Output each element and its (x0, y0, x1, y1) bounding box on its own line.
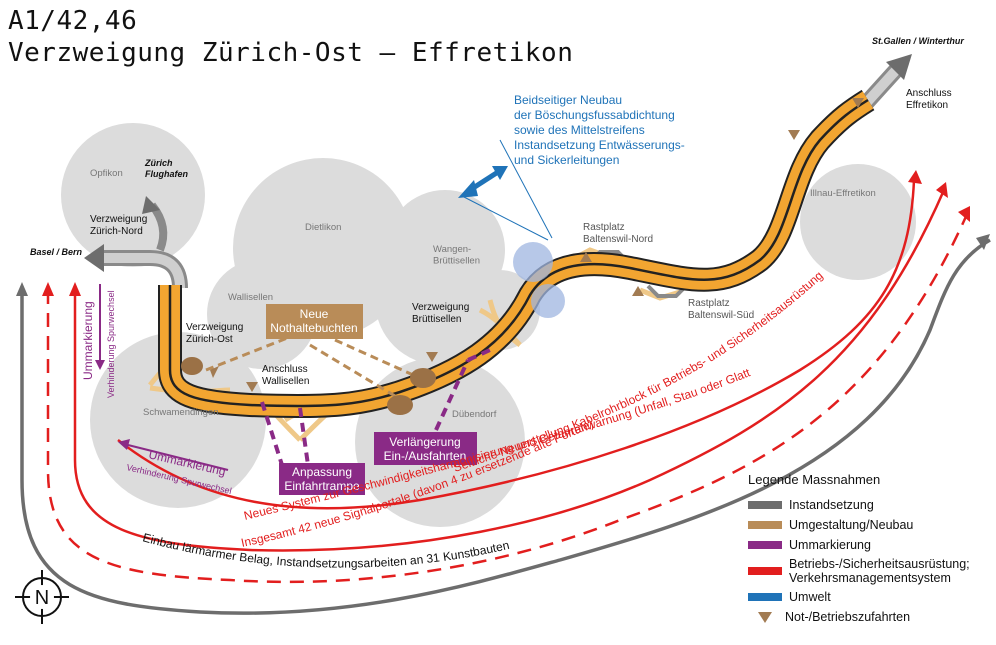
gefahren-arc (73, 189, 946, 552)
belag-arc (20, 238, 991, 615)
access-triangles (210, 98, 864, 392)
arc-arrowheads (16, 170, 990, 296)
signalportale-arc (46, 211, 970, 584)
bubble-2 (207, 259, 317, 369)
legend-swatch (748, 501, 782, 509)
legend-label: Umwelt (789, 590, 831, 604)
legend-label: Not-/Betriebszufahrten (785, 610, 911, 624)
anpassung-box (279, 463, 365, 495)
kabelrohr-arc (117, 179, 916, 510)
legend-swatch (748, 541, 782, 549)
access-triangle-icon (758, 611, 772, 623)
bubble-0 (61, 123, 205, 267)
legend-item: Umwelt (748, 587, 993, 607)
legend-swatch (748, 593, 782, 601)
arrow-flughafen (142, 196, 160, 214)
place-illnau: Illnau-Effretikon (810, 188, 876, 199)
direction-basel: Basel / Bern (30, 247, 83, 257)
arrow-stgallen (886, 54, 912, 80)
place-dietlikon: Dietlikon (305, 222, 341, 233)
legend-swatch (748, 521, 782, 529)
nothalte-box (266, 304, 363, 339)
page-title: A1/42,46 (8, 6, 138, 36)
legend-label: Instandsetzung (789, 498, 874, 512)
north-compass (15, 570, 69, 624)
place-duebendorf: Dübendorf (452, 409, 497, 420)
arrow-basel (84, 244, 104, 272)
compass-letter: N (35, 587, 49, 609)
legend-item: Ummarkierung (748, 535, 993, 555)
place-wangen: Wangen-Brüttisellen (433, 244, 480, 266)
legend-label: Betriebs-/Sicherheitsausrüstung;Verkehrs… (789, 557, 970, 585)
motorway-centerline (168, 98, 869, 408)
place-wallisellen: Wallisellen (228, 292, 273, 303)
bubble-6 (800, 164, 916, 280)
verlaengerung-box (374, 432, 477, 465)
legend-item: Betriebs-/Sicherheitsausrüstung;Verkehrs… (748, 555, 993, 587)
nothalte-marks (181, 331, 436, 415)
ummarkierung-arrows (95, 284, 229, 471)
municipality-bubbles (61, 123, 916, 527)
legend-item: Umgestaltung/Neubau (748, 515, 993, 535)
ummark-vert-title: Ummarkierung (81, 301, 95, 380)
place-schwamendingen: Schwamendingen (143, 407, 219, 418)
purple-leaders (260, 348, 491, 466)
legend-label: Ummarkierung (789, 538, 871, 552)
direction-stgallen: St.Gallen / Winterthur (872, 36, 964, 46)
umwelt-marks (458, 139, 565, 318)
bubble-4 (90, 332, 266, 508)
legend-title: Legende Massnahmen (748, 472, 881, 487)
legend-label: Umgestaltung/Neubau (789, 518, 914, 532)
ummark-vert-sub: Verhinderung Spurwechsel (106, 290, 116, 398)
legend-item: Not-/Betriebszufahrten (748, 607, 993, 627)
legend-swatch (748, 567, 782, 575)
page-subtitle: Verzweigung Zürich-Ost – Effretikon (8, 38, 574, 68)
measure-arcs (20, 179, 991, 615)
legend-item: Instandsetzung (748, 495, 993, 515)
place-opfikon: Opfikon (90, 168, 123, 179)
